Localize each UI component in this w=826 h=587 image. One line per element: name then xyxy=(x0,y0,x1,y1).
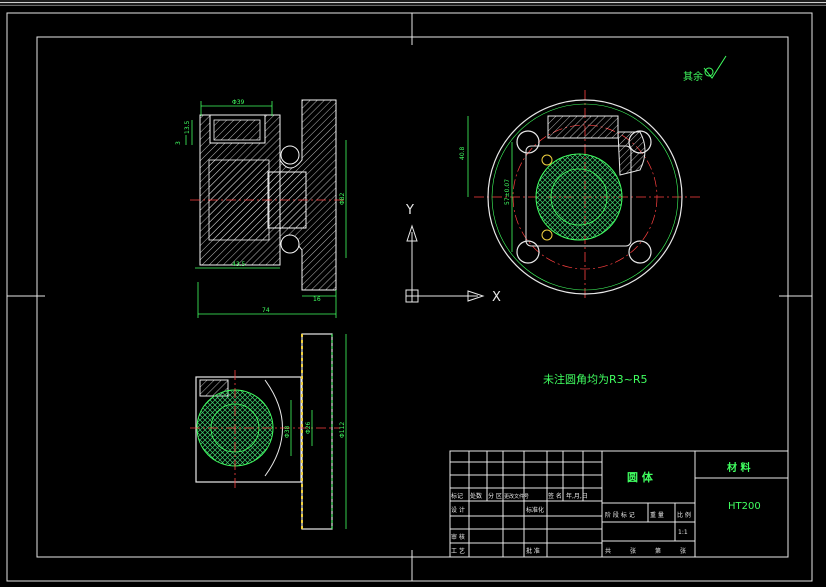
dim-16: 16 xyxy=(313,296,321,303)
stage-mark-label: 阶 段 标 记 xyxy=(605,511,635,519)
process-label: 工 艺 xyxy=(451,547,465,555)
dim-43-5: 43.5 xyxy=(232,261,246,268)
rev-label-5: 年,月,日 xyxy=(566,492,588,500)
dim-left-a: 3 xyxy=(175,141,182,145)
standardize-label: 标准化 xyxy=(526,506,544,514)
rev-label-0: 标记 xyxy=(451,492,463,500)
scale-value: 1:1 xyxy=(678,529,688,536)
title-block xyxy=(449,450,789,558)
material-header: 材 料 xyxy=(727,461,750,474)
approve-label: 批 准 xyxy=(526,547,540,555)
ucs-icon: Y X xyxy=(405,203,501,305)
rev-label-1: 处数 xyxy=(470,492,482,500)
dim-phi112: Φ112 xyxy=(339,422,346,438)
end-view: 40.8 57±0.07 xyxy=(459,90,700,300)
sheets-total: 共 xyxy=(605,547,611,555)
sheets-label: 张 xyxy=(630,547,636,555)
dim-phi82: Φ82 xyxy=(339,192,346,205)
dim-phi38: Φ38 xyxy=(284,425,291,438)
check-label: 审 核 xyxy=(451,533,465,541)
ratio-label: 比 例 xyxy=(677,511,691,519)
window-top-edge xyxy=(0,0,826,6)
sheet-no: 第 xyxy=(655,547,661,555)
rev-label-4: 签 名 xyxy=(548,492,562,500)
title-block-text: 圆 体 材 料 HT200 标记 处数 分 区 更改文件号 签 名 年,月,日 … xyxy=(451,461,761,555)
front-section-view: Φ39 3 13.5 43.5 16 74 Φ82 xyxy=(175,99,347,318)
outer-frame xyxy=(6,12,813,582)
dim-74: 74 xyxy=(262,307,270,314)
centering-marks xyxy=(7,13,812,581)
ucs-y-label: Y xyxy=(405,203,414,218)
part-name: 圆 体 xyxy=(627,470,654,484)
roughness-symbol: 其余 xyxy=(683,55,727,83)
dim-40-8: 40.8 xyxy=(459,146,466,160)
dim-phi26: Φ26 xyxy=(305,421,312,434)
fillet-note: 未注圆角均为R3~R5 xyxy=(543,372,648,386)
design-label: 设 计 xyxy=(451,506,465,514)
ucs-x-label: X xyxy=(492,290,501,305)
rev-label-2: 分 区 xyxy=(488,492,502,500)
sheet-label: 张 xyxy=(680,547,686,555)
dim-57: 57±0.07 xyxy=(504,179,511,205)
dim-top: Φ39 xyxy=(232,99,245,106)
rev-label-3: 更改文件号 xyxy=(504,493,529,500)
dim-left-b: 13.5 xyxy=(184,120,191,134)
material-value: HT200 xyxy=(728,501,761,512)
weight-label: 重 量 xyxy=(650,511,664,519)
roughness-note: 其余 xyxy=(683,70,703,83)
bottom-view: Φ112 Φ38 Φ26 xyxy=(190,333,347,530)
